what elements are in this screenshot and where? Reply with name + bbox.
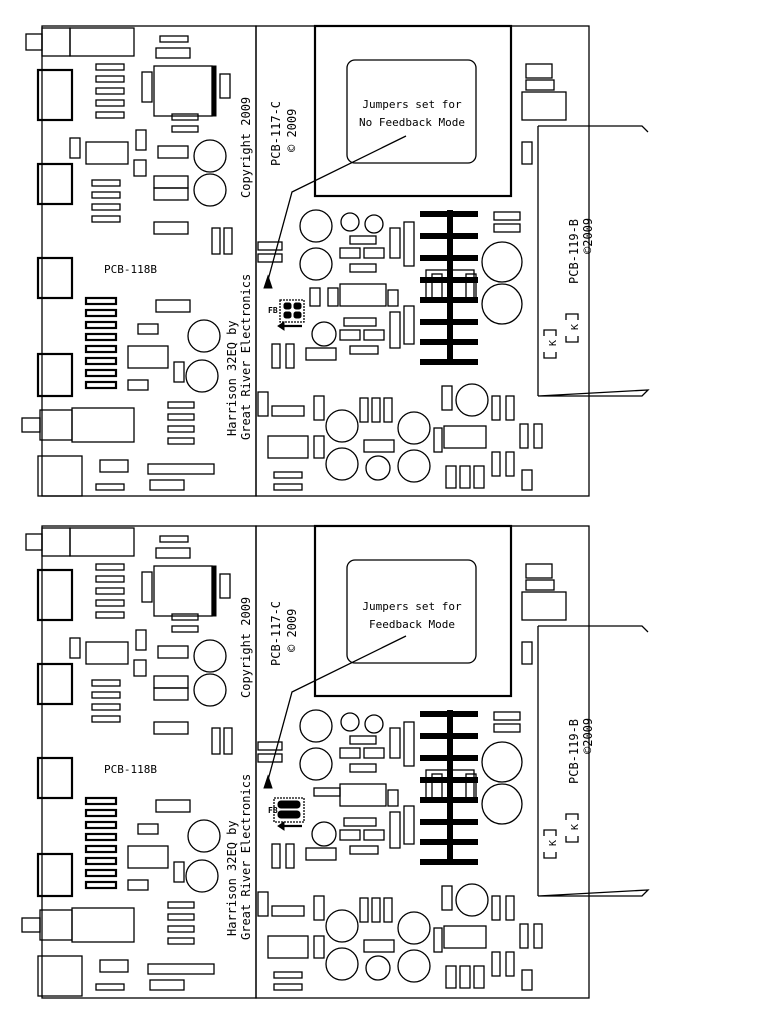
- pcb-118-board: [41, 25, 257, 497]
- jumper-cap: [283, 302, 292, 310]
- k-label-2: K: [570, 324, 581, 330]
- jumper-cap: [277, 800, 301, 809]
- pcb-118-label: PCB-118B: [104, 763, 157, 776]
- pcb-119-label: PCB-119-B: [567, 719, 581, 784]
- bus-bar: [420, 710, 478, 865]
- pcb-119-copyright: ©2009: [581, 718, 595, 754]
- fb-label: FB: [268, 306, 278, 315]
- k-label-2: K: [570, 824, 581, 830]
- jumper-block: [279, 299, 305, 323]
- pcb-117-label: PCB-117-C: [269, 101, 283, 166]
- note-line-1: Jumpers set for: [362, 98, 462, 111]
- k-label-1: K: [548, 840, 559, 846]
- pcb-119-copyright: ©2009: [581, 218, 595, 254]
- ic-chip-2: [127, 845, 169, 869]
- credit-line-2: Great River Electronics: [239, 774, 253, 940]
- panel-top: PCB-118B Harrison 32EQ by Great River El…: [21, 24, 650, 497]
- leader-line: [267, 635, 407, 781]
- note-line-2: No Feedback Mode: [359, 116, 465, 129]
- credit-line-1: Harrison 32EQ by: [225, 820, 239, 936]
- k-label-1: K: [548, 340, 559, 346]
- note-line-1: Jumpers set for: [362, 600, 462, 613]
- resistor-stack: [84, 535, 199, 991]
- regulator-ic: [153, 65, 213, 117]
- pcb-117-label: PCB-117-C: [269, 601, 283, 666]
- pcb-117-copyright: © 2009: [285, 609, 299, 652]
- pcb-117-copyright: © 2009: [285, 109, 299, 152]
- connector-group: [21, 27, 135, 497]
- ic-chip-2: [127, 345, 169, 369]
- leader-line: [267, 135, 407, 281]
- jumper-block: [273, 797, 305, 823]
- resistor-stack: [84, 35, 199, 491]
- note-box: [346, 559, 477, 664]
- pcb-118-board: [41, 525, 257, 999]
- pcb-118-label: PCB-118B: [104, 263, 157, 276]
- ic-chip: [85, 641, 129, 665]
- capacitor: [193, 139, 227, 173]
- credit-line-2: Great River Electronics: [239, 274, 253, 440]
- transformer-block: [313, 524, 513, 698]
- pcb-119-label: PCB-119-B: [567, 219, 581, 284]
- pcb-119-board: [537, 125, 650, 397]
- credit-line-1: Harrison 32EQ by: [225, 320, 239, 436]
- regulator-ic: [153, 565, 213, 617]
- note-line-2: Feedback Mode: [369, 618, 455, 631]
- panel-bottom: PCB-118B Harrison 32EQ by Great River El…: [21, 524, 650, 999]
- capacitor: [193, 639, 227, 673]
- transformer-block: [313, 24, 513, 198]
- copyright-text: Copyright 2009: [239, 597, 253, 698]
- bus-bar: [420, 210, 478, 365]
- fb-label: FB: [268, 806, 278, 815]
- copyright-text: Copyright 2009: [239, 97, 253, 198]
- pcb-117-board: [255, 525, 590, 999]
- ic-chip: [85, 141, 129, 165]
- pcb-119-board: [537, 625, 650, 897]
- note-box: [346, 59, 477, 164]
- connector-group: [21, 527, 135, 997]
